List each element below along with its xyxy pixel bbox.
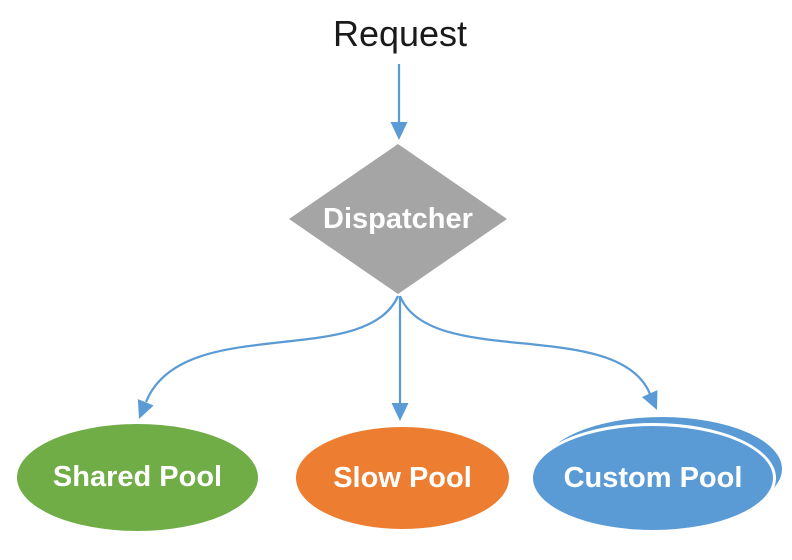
node-dispatcher: Dispatcher [289,144,507,294]
edge-stem [398,295,652,395]
node-custom-pool-label: Custom Pool [563,461,743,494]
edge-request-to-dispatcher [390,64,408,140]
node-shared-pool: Shared Pool [17,424,258,531]
arrowhead-icon [641,390,658,410]
edge-dispatcher-to-slow-pool [391,296,409,421]
edge-dispatcher-to-custom-pool [398,295,658,410]
node-dispatcher-label: Dispatcher [323,202,473,235]
node-slow-pool: Slow Pool [296,427,509,529]
edge-dispatcher-to-shared-pool [137,295,400,419]
arrowhead-icon [137,399,154,419]
node-shared-pool-label: Shared Pool [52,461,223,493]
arrowhead-icon [391,403,409,421]
node-request: Request [332,13,468,54]
edge-stem [144,295,400,403]
arrowhead-icon [390,122,408,140]
node-slow-pool-label: Slow Pool [333,461,472,494]
custom-pool-front-ellipse: Custom Pool [530,423,776,533]
